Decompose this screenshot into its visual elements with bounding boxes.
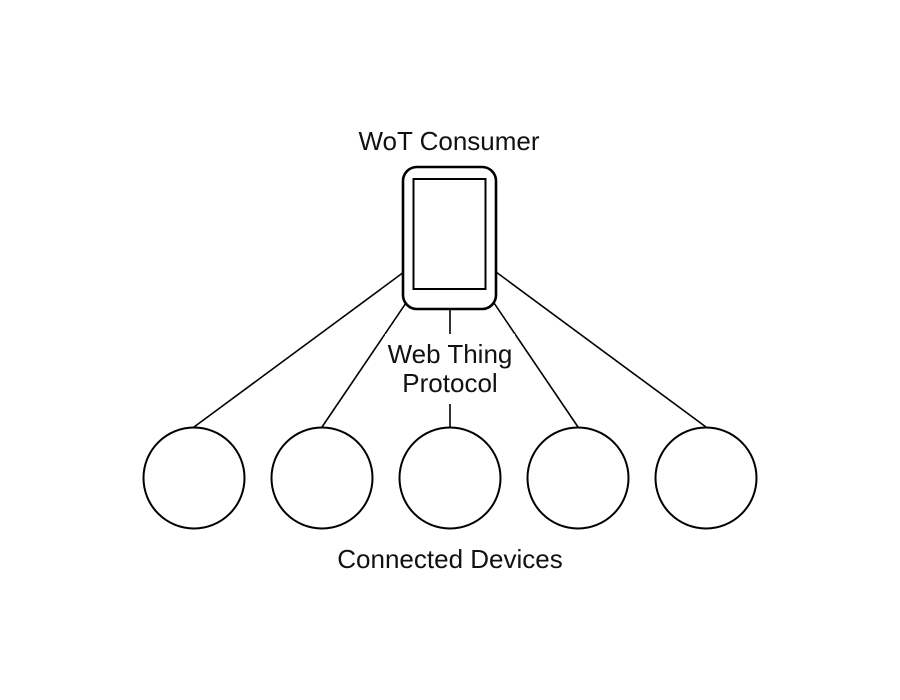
connected-device-node-4 xyxy=(526,426,630,530)
device-screen xyxy=(412,178,487,290)
connected-device-nodes xyxy=(142,426,758,530)
edge-label-background xyxy=(385,334,515,404)
connected-device-node-3 xyxy=(398,426,502,530)
connected-device-node-5 xyxy=(654,426,758,530)
connected-device-node-2 xyxy=(270,426,374,530)
connected-device-node-1 xyxy=(142,426,246,530)
connected-devices-label: Connected Devices xyxy=(337,544,562,574)
web-thing-protocol-label-line2: Protocol xyxy=(402,368,497,398)
web-thing-protocol-label-line1: Web Thing xyxy=(388,339,513,369)
wot-consumer-label: WoT Consumer xyxy=(358,126,539,156)
tablet-device-icon xyxy=(401,165,498,311)
